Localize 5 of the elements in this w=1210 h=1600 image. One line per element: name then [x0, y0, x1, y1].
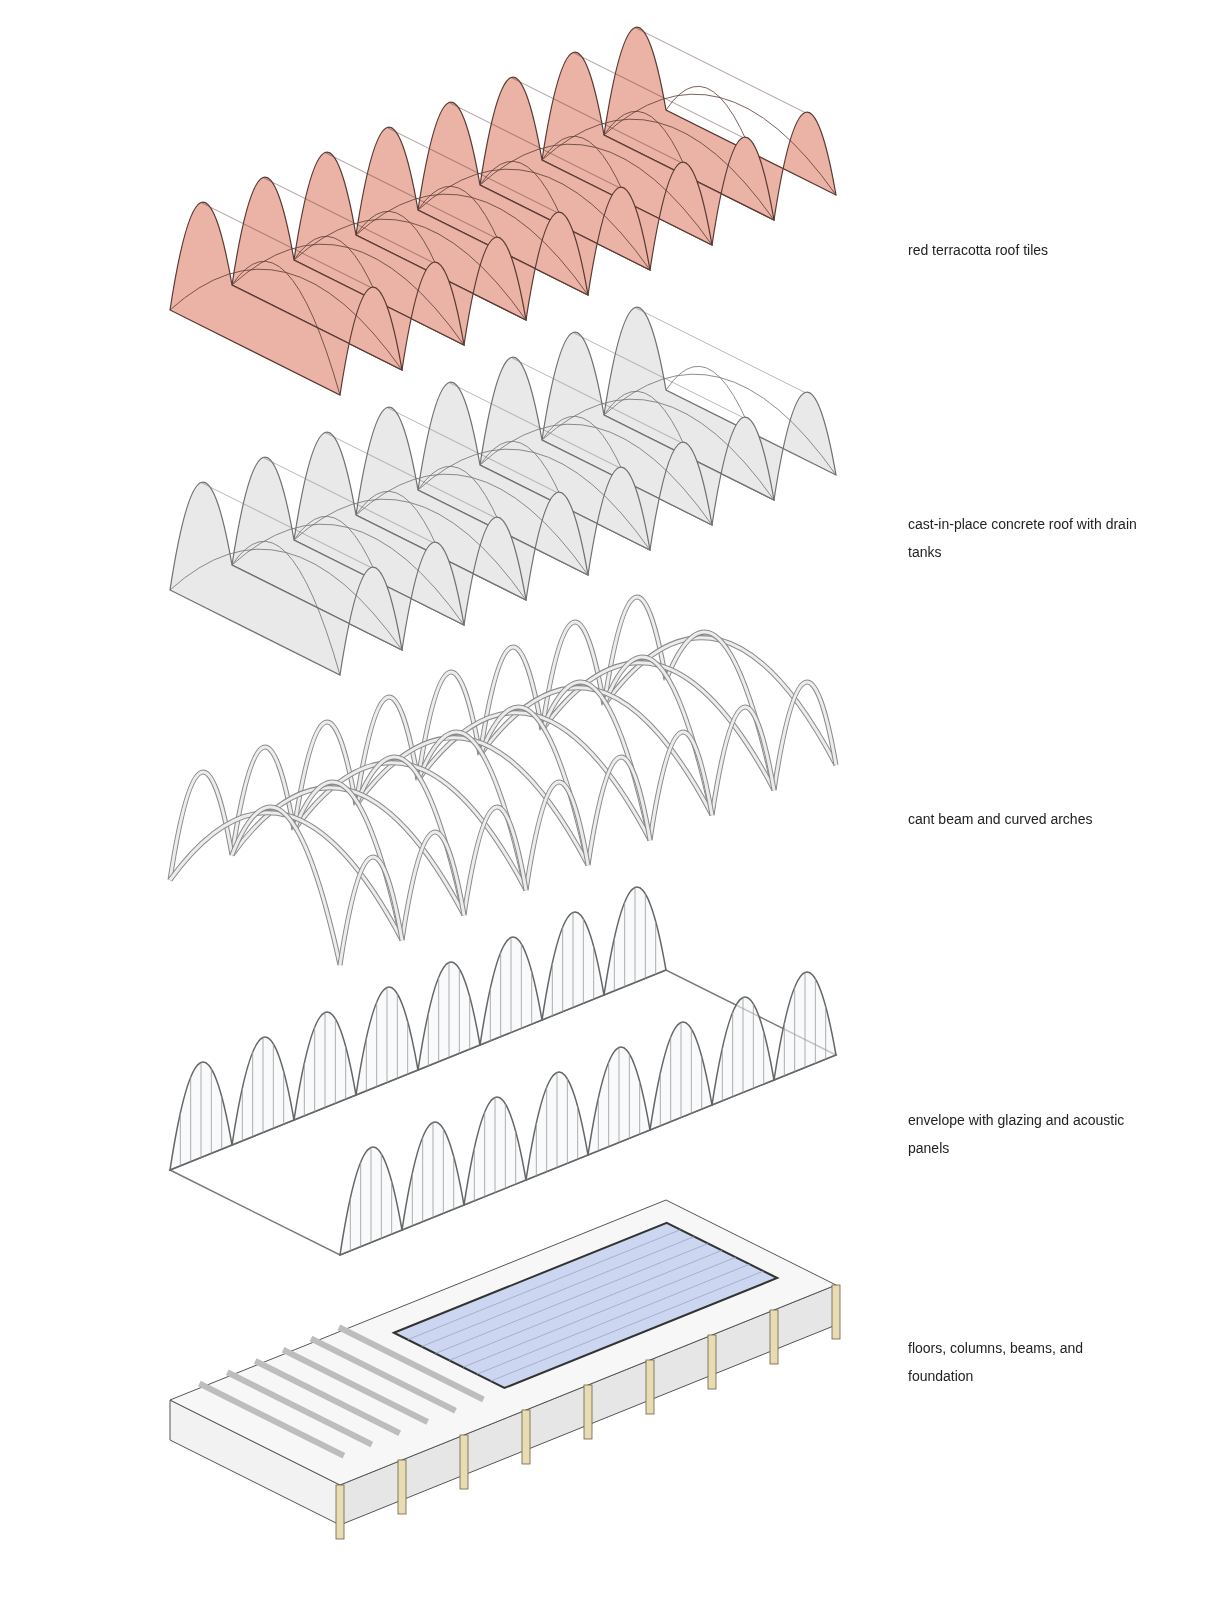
layer-label: red terracotta roof tiles — [908, 241, 1050, 260]
layer-label: cant beam and curved arches — [908, 810, 1094, 829]
layer-label: floors, columns, beams, and foundation — [908, 1339, 1085, 1386]
layer-label: cast-in-place concrete roof with drain tanks — [908, 515, 1138, 562]
layer-label: envelope with glazing and acoustic panels — [908, 1111, 1126, 1158]
